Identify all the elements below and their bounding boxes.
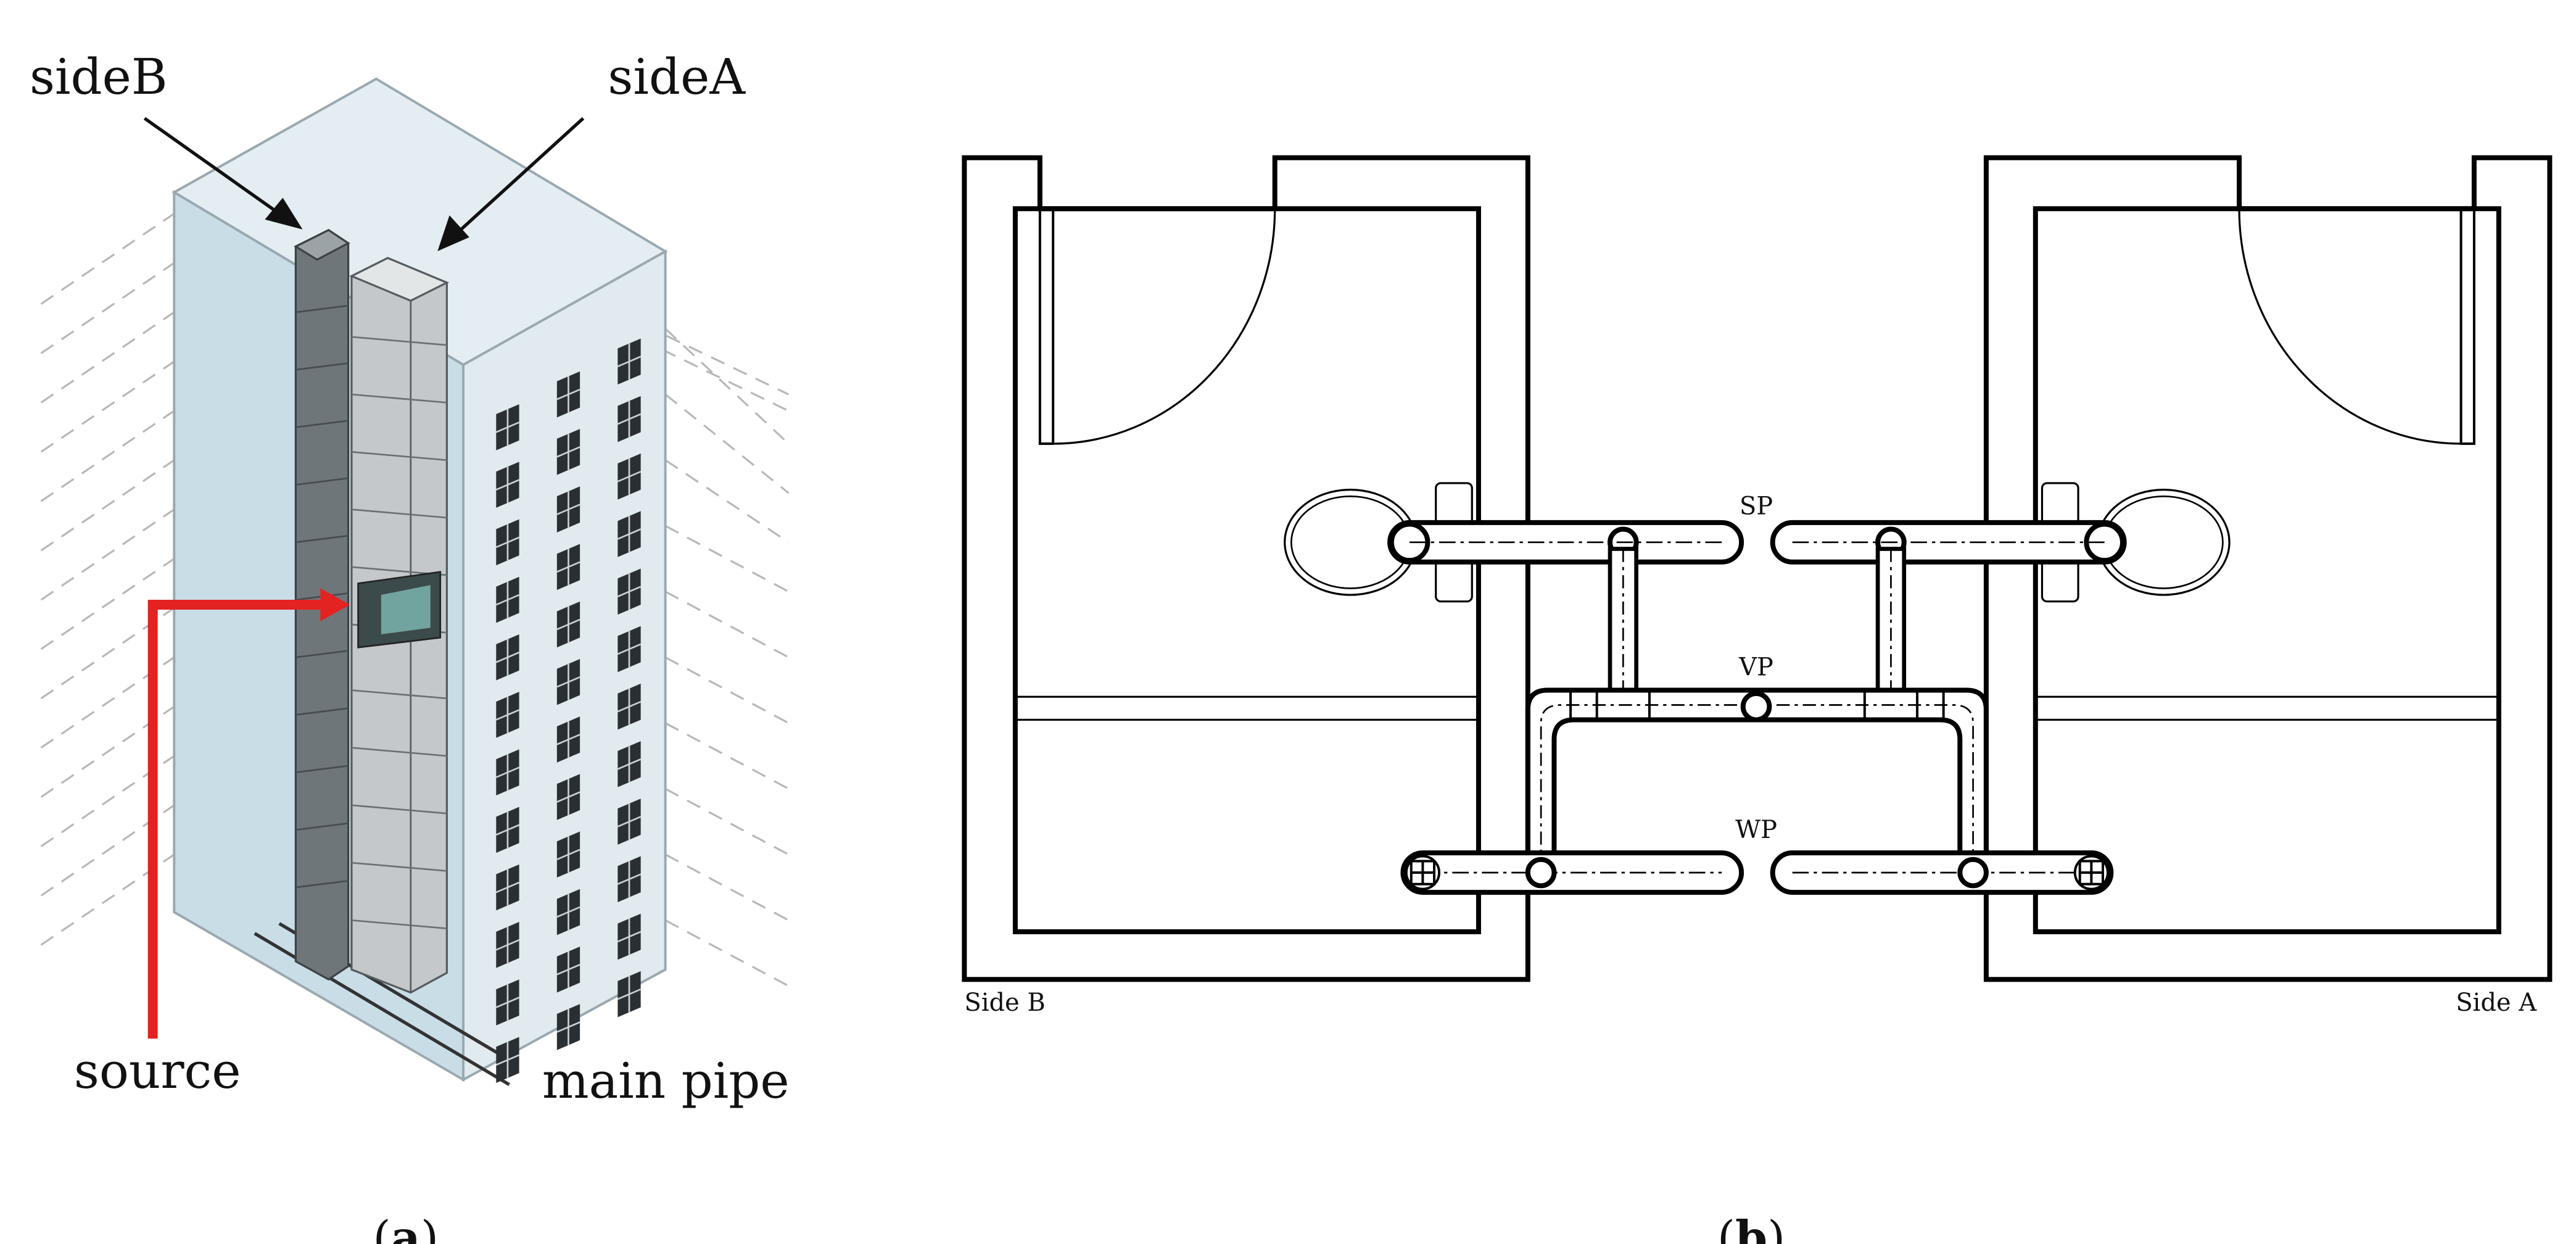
window [556,544,580,591]
window [556,889,580,935]
side-a-shaft [349,257,450,994]
window [617,856,642,903]
side-b-plan-label: Side B [964,989,1045,1017]
label-pointer-arrows [143,117,585,251]
panel-b-plan-drawing: SP VP WP Side B Side A (b) [962,155,2553,1244]
window [556,601,580,648]
window [556,774,580,820]
window [617,626,642,673]
window [495,922,520,968]
wp-label: WP [1735,816,1777,844]
window [495,807,520,853]
waste-pipe-wp [1400,850,2114,895]
window [495,979,520,1026]
window [495,404,520,450]
window [617,798,642,845]
window [495,519,520,566]
window [495,749,520,795]
window [495,692,520,738]
window [617,913,642,960]
side-b-label: sideB [30,48,168,106]
window [617,511,642,557]
window [617,338,642,385]
window [495,634,520,681]
caption-a: (a) [373,1211,439,1244]
caption-b: (b) [1717,1211,1785,1244]
window [617,971,642,1018]
window [556,831,580,878]
soil-pipe-sp [1387,520,2127,565]
side-a-plan-label: Side A [2456,989,2537,1017]
window [495,462,520,508]
window [495,576,520,623]
window [556,658,580,705]
vent-pipe-vp [1525,687,1989,871]
window [556,486,580,533]
source-arrow [147,588,350,1039]
floor-drain-a [2073,855,2109,890]
side-a-label: sideA [608,48,746,106]
main-pipe-label: main pipe [542,1052,790,1109]
window [617,683,642,730]
window [556,371,580,418]
floor-drain-b [1405,855,1441,890]
window [556,429,580,475]
window [495,864,520,911]
window [617,454,642,500]
window [617,741,642,787]
connector-pipes [1608,547,1907,692]
window [556,1004,580,1050]
sp-label: SP [1740,492,1773,521]
source-label: source [74,1042,241,1100]
window [556,716,580,763]
building-windows [495,338,642,1084]
vp-label: VP [1738,653,1773,682]
panel-a-building-illustration: sideB sideA source main pipe (a) [30,48,790,1244]
window [556,946,580,993]
window [495,1037,520,1084]
window [617,568,642,615]
window [617,396,642,442]
